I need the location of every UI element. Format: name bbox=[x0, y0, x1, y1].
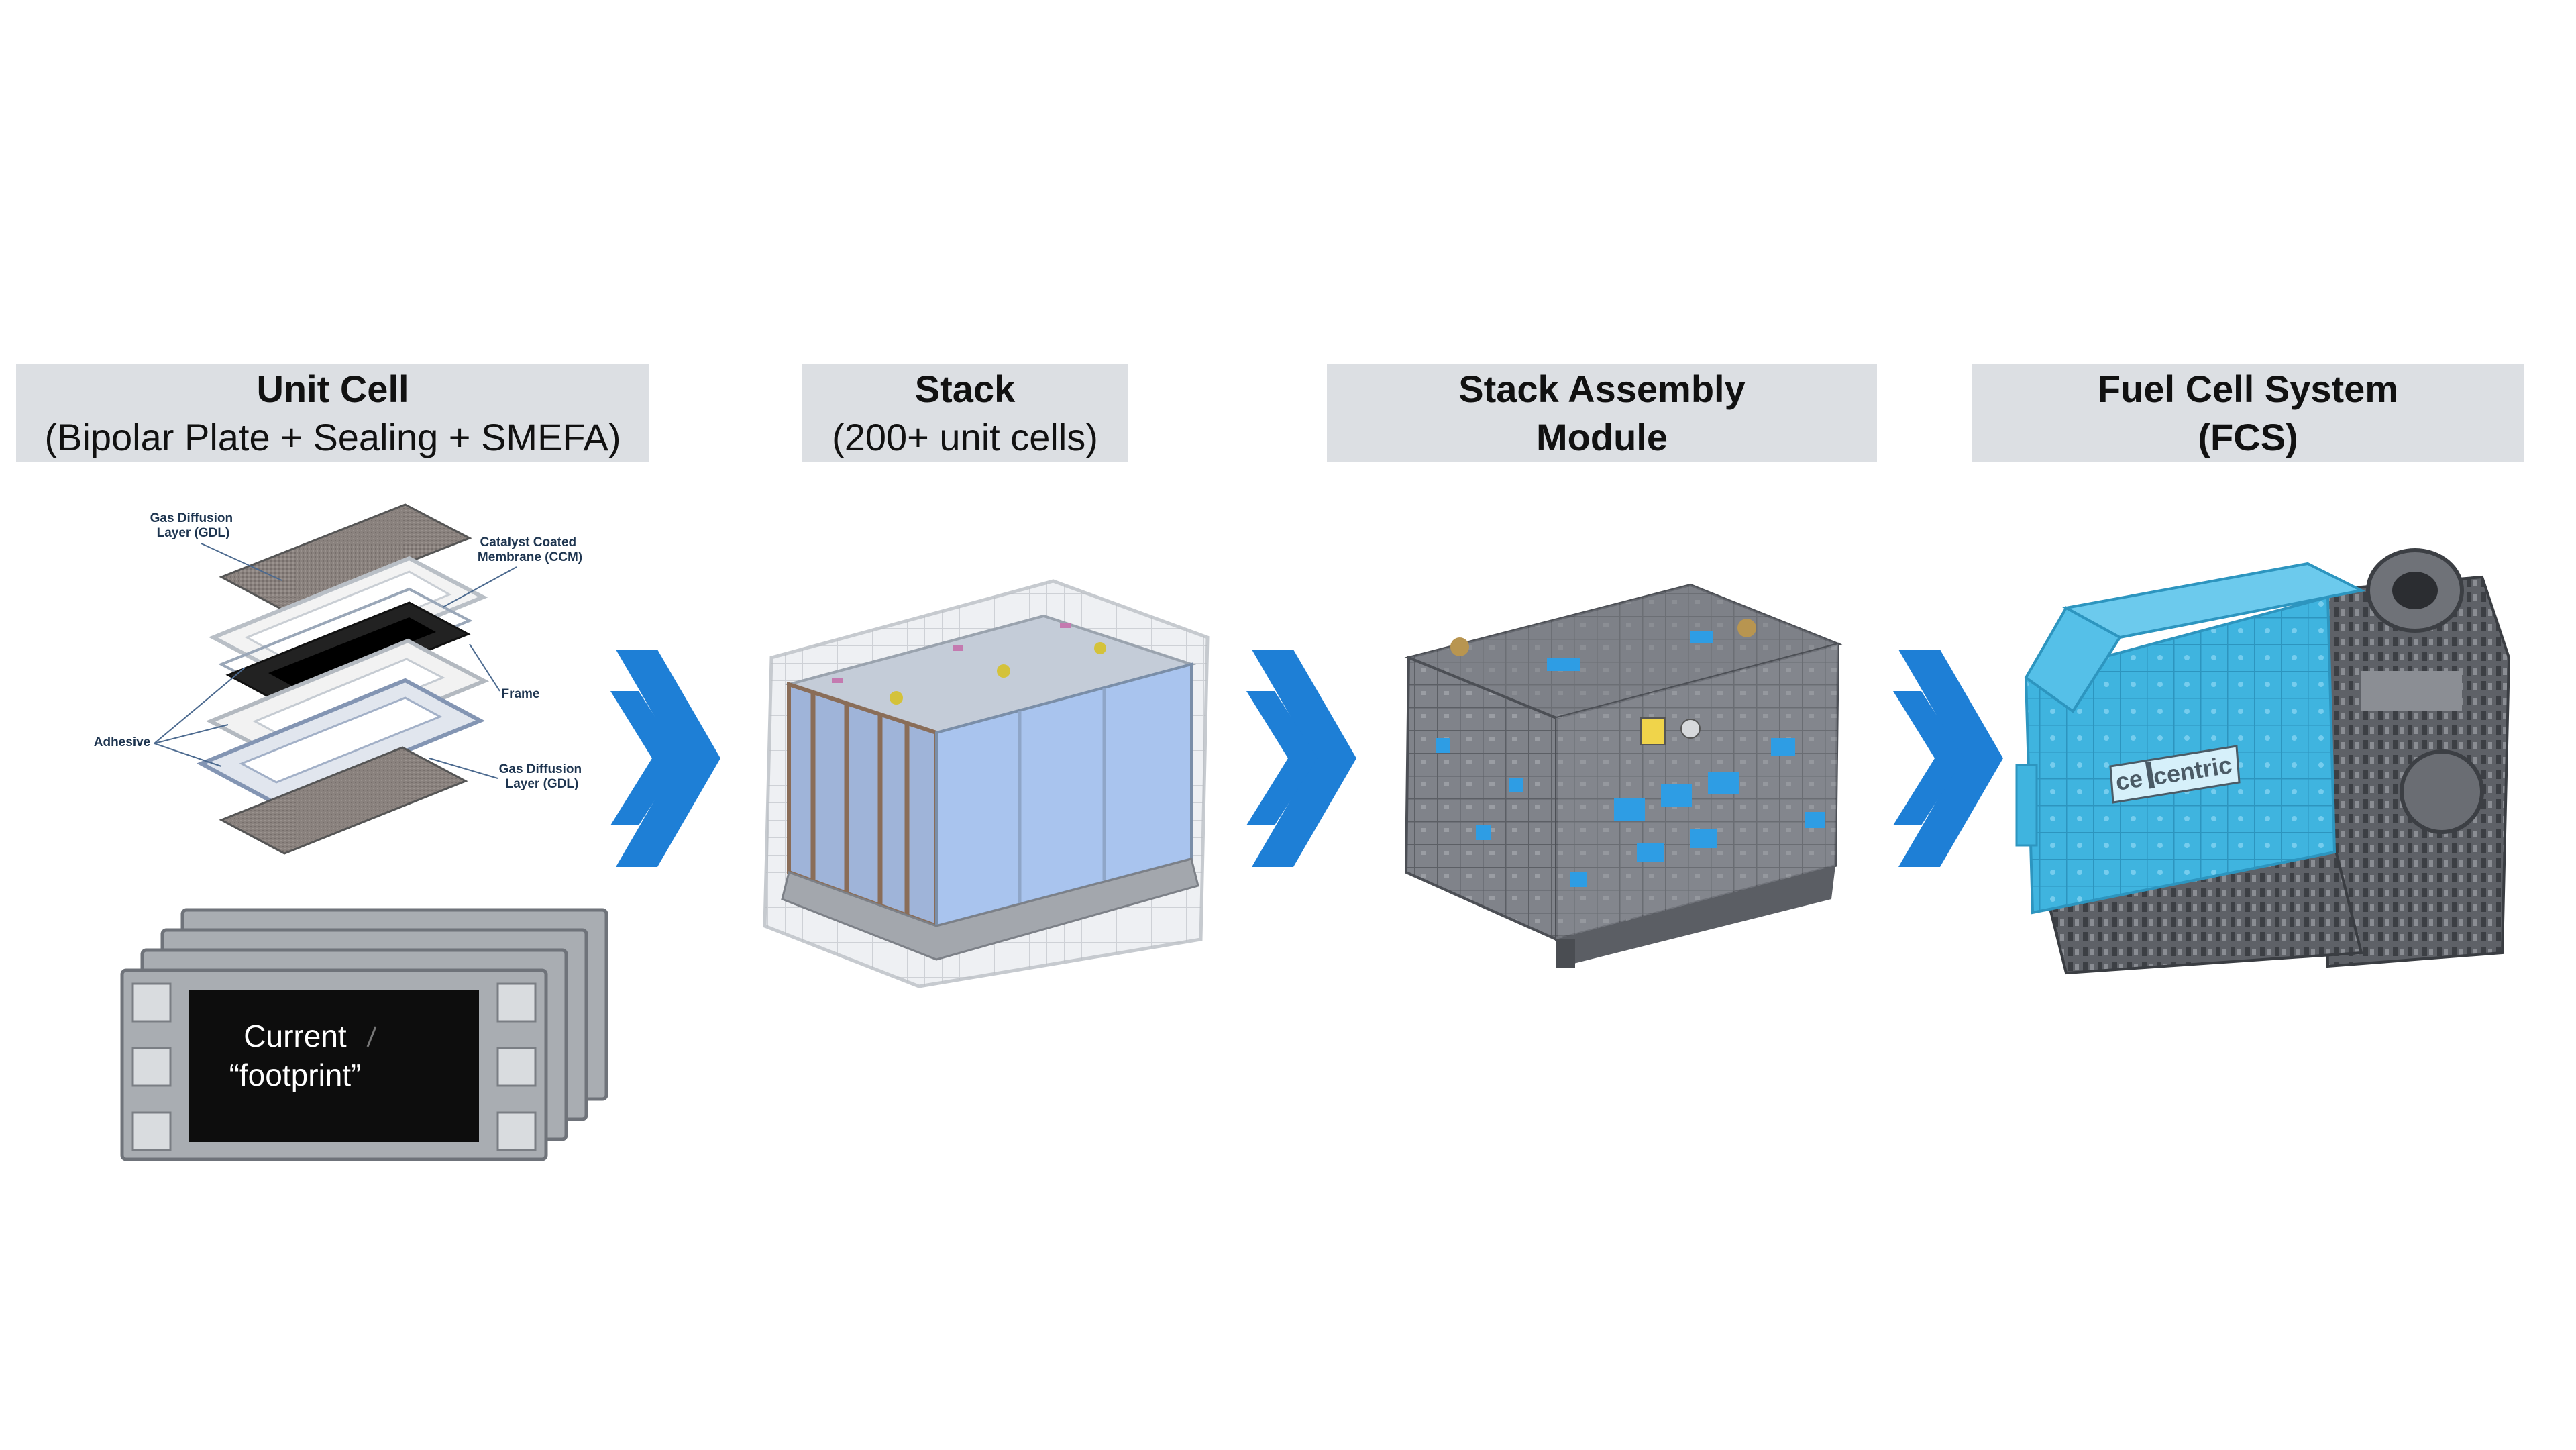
stage-subtitle: Module bbox=[1536, 416, 1668, 458]
fuel-cell-system-illustration: ce centric bbox=[2015, 548, 2511, 975]
chevron-arrow-icon bbox=[616, 650, 720, 867]
stage-title: Stack Assembly bbox=[1458, 368, 1746, 410]
footprint-label-line1: Current bbox=[244, 1019, 347, 1053]
bipolar-plate-stack: Current “footprint” bbox=[120, 908, 608, 1161]
label-gdl-bottom: Gas Diffusion Layer (GDL) bbox=[499, 762, 586, 791]
label-ccm: Catalyst Coated Membrane (CCM) bbox=[478, 535, 582, 564]
stage-subtitle: (Bipolar Plate + Sealing + SMEFA) bbox=[44, 416, 621, 458]
brand-logo-left: ce bbox=[2114, 764, 2145, 796]
stack-illustration bbox=[763, 579, 1210, 988]
stage-title: Unit Cell bbox=[256, 368, 409, 410]
stage-title: Stack bbox=[914, 368, 1016, 410]
gdl-bottom-layer bbox=[219, 746, 468, 855]
cellcentric-logo-plate bbox=[2109, 745, 2241, 804]
label-adhesive: Adhesive bbox=[94, 735, 150, 749]
stage-subtitle: (200+ unit cells) bbox=[832, 416, 1098, 458]
label-gdl-top: Gas Diffusion Layer (GDL) bbox=[150, 511, 237, 540]
label-frame: Frame bbox=[501, 687, 539, 701]
stage-header-stack-assembly-module: Stack Assembly Module bbox=[1327, 364, 1877, 462]
stage-header-fuel-cell-system: Fuel Cell System (FCS) bbox=[1972, 364, 2524, 462]
stack-assembly-module-illustration bbox=[1404, 583, 1843, 968]
stage-title: Fuel Cell System bbox=[2097, 368, 2399, 410]
chevron-arrow-icon bbox=[1252, 650, 1356, 867]
gdl-top-layer bbox=[219, 503, 472, 612]
footprint-label-line2: “footprint” bbox=[229, 1057, 362, 1092]
unit-cell-exploded-view: Gas Diffusion Layer (GDL) Catalyst Coate… bbox=[94, 503, 586, 855]
stage-header-stack: Stack (200+ unit cells) bbox=[802, 364, 1128, 462]
active-area bbox=[189, 990, 479, 1142]
chevron-arrow-icon bbox=[1898, 650, 2003, 867]
stage-header-unit-cell: Unit Cell (Bipolar Plate + Sealing + SME… bbox=[16, 364, 649, 462]
stage-subtitle: (FCS) bbox=[2198, 416, 2298, 458]
